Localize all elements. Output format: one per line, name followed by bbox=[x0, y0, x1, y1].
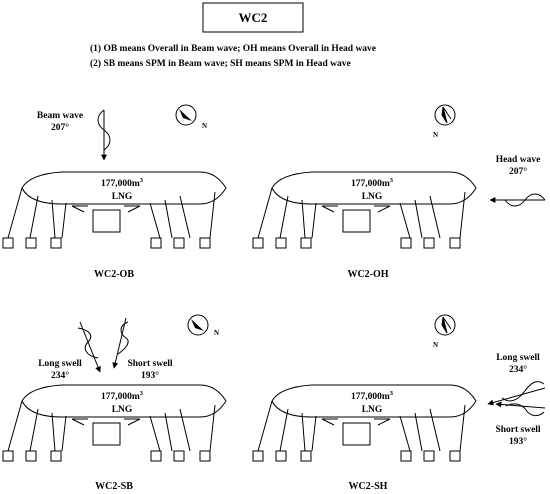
spm-buoy bbox=[92, 422, 121, 446]
panel-label: WC2-SB bbox=[95, 481, 133, 492]
svg-text:N: N bbox=[433, 131, 438, 139]
anchor bbox=[199, 450, 211, 462]
wave-arrow bbox=[487, 387, 546, 406]
wave-arrow bbox=[495, 401, 546, 409]
anchor bbox=[150, 450, 162, 462]
anchor bbox=[252, 450, 264, 462]
vessel-capacity: 177,000m3 bbox=[351, 390, 394, 402]
wave-direction: 234° bbox=[51, 370, 69, 381]
fairlead-lines bbox=[71, 205, 141, 213]
lng-hull bbox=[271, 171, 477, 205]
anchor bbox=[449, 450, 461, 462]
note-line-2: (2) SB means SPM in Beam wave; SH means … bbox=[90, 58, 351, 69]
wave-name: Long swell bbox=[496, 353, 540, 363]
panel-ob: 177,000m3 LNG Beam wave 207° N WC2-OB bbox=[2, 104, 227, 280]
wave-name: Short swell bbox=[495, 425, 540, 435]
anchor bbox=[2, 237, 14, 249]
wave-sine bbox=[501, 381, 545, 402]
anchor bbox=[50, 237, 62, 249]
vessel-oh: 177,000m3 LNG bbox=[252, 171, 477, 249]
svg-text:N: N bbox=[202, 122, 207, 130]
wave-direction: 193° bbox=[509, 436, 527, 447]
vessel-cargo: LNG bbox=[362, 192, 383, 202]
wave-sine bbox=[505, 403, 545, 417]
mooring-lines bbox=[7, 187, 216, 239]
fairlead-lines bbox=[321, 418, 391, 426]
vessel-cargo: LNG bbox=[362, 405, 383, 415]
vessel-ob: 177,000m3 LNG bbox=[2, 171, 227, 249]
wave-direction: 207° bbox=[51, 122, 69, 133]
wave-arrow bbox=[79, 321, 101, 373]
vessel-cargo: LNG bbox=[112, 192, 133, 202]
wave-sine bbox=[97, 109, 111, 151]
wave-name: Long swell bbox=[38, 359, 82, 369]
compass-icon: N bbox=[433, 314, 456, 349]
anchor bbox=[199, 237, 211, 249]
anchor bbox=[252, 237, 264, 249]
compass-icon: N bbox=[175, 104, 207, 130]
anchor bbox=[275, 450, 287, 462]
lng-hull bbox=[21, 384, 227, 418]
compass-icon: N bbox=[433, 104, 456, 139]
anchor bbox=[300, 237, 312, 249]
title-box bbox=[202, 2, 304, 33]
wave-sine bbox=[117, 321, 129, 355]
vessel-sb: 177,000m3 LNG bbox=[2, 384, 227, 462]
vessel-capacity: 177,000m3 bbox=[101, 390, 144, 402]
anchor bbox=[2, 450, 14, 462]
panel-label: WC2-OB bbox=[94, 269, 134, 280]
anchor bbox=[25, 237, 37, 249]
panel-sh: 177,000m3 LNG Long swell 234° Short swel… bbox=[252, 314, 546, 492]
anchor bbox=[275, 237, 287, 249]
compass-icon: N bbox=[187, 314, 219, 337]
anchor bbox=[50, 450, 62, 462]
anchor bbox=[400, 450, 412, 462]
wave-name: Short swell bbox=[127, 359, 172, 369]
anchor bbox=[150, 237, 162, 249]
anchor bbox=[25, 450, 37, 462]
anchor bbox=[423, 237, 435, 249]
spm-buoy bbox=[92, 209, 121, 233]
svg-text:N: N bbox=[433, 341, 438, 349]
panel-sb: 177,000m3 LNG Long swell 234° Short swel… bbox=[2, 314, 227, 492]
wave-arrow bbox=[112, 317, 127, 369]
lng-hull bbox=[271, 384, 477, 418]
spm-buoy bbox=[342, 209, 371, 233]
diagram-title: WC2 bbox=[239, 10, 268, 25]
panel-label: WC2-OH bbox=[347, 269, 388, 280]
fairlead-lines bbox=[71, 418, 141, 426]
mooring-lines bbox=[257, 400, 466, 452]
svg-text:N: N bbox=[214, 329, 219, 337]
lng-hull bbox=[21, 171, 227, 205]
anchor bbox=[400, 237, 412, 249]
spm-buoy bbox=[342, 422, 371, 446]
wave-direction: 193° bbox=[141, 370, 159, 381]
mooring-lines bbox=[7, 400, 216, 452]
vessel-capacity: 177,000m3 bbox=[101, 177, 144, 189]
anchor bbox=[300, 450, 312, 462]
panel-label: WC2-SH bbox=[349, 481, 388, 492]
anchor bbox=[423, 450, 435, 462]
vessel-sh: 177,000m3 LNG bbox=[252, 384, 477, 462]
panel-oh: 177,000m3 LNG Head wave 207° N WC2-OH bbox=[252, 104, 546, 280]
fairlead-lines bbox=[321, 205, 391, 213]
vessel-capacity: 177,000m3 bbox=[351, 177, 394, 189]
anchor bbox=[449, 237, 461, 249]
wave-name: Head wave bbox=[496, 155, 541, 165]
wave-sine bbox=[77, 327, 99, 359]
anchor bbox=[173, 450, 185, 462]
wave-sine bbox=[504, 193, 546, 207]
vessel-cargo: LNG bbox=[112, 405, 133, 415]
mooring-lines bbox=[257, 187, 466, 239]
anchor bbox=[173, 237, 185, 249]
wave-direction: 207° bbox=[509, 166, 527, 177]
wave-name: Beam wave bbox=[37, 111, 83, 121]
note-line-1: (1) OB means Overall in Beam wave; OH me… bbox=[90, 43, 376, 54]
wave-direction: 234° bbox=[509, 364, 527, 375]
